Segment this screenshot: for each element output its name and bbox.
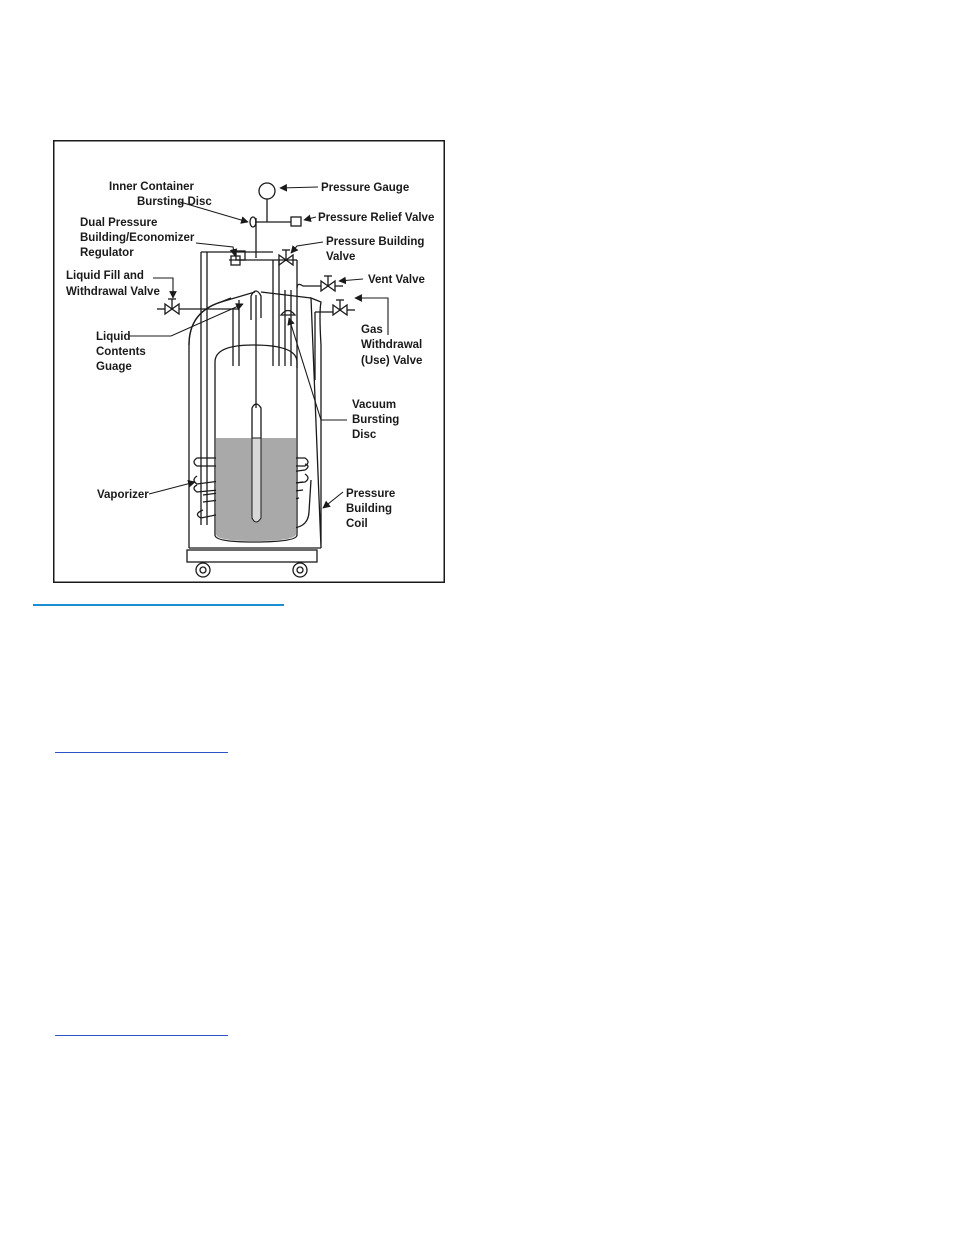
label-pressure-building-valve-2: Valve bbox=[326, 251, 355, 263]
dewar-diagram: Pressure Gauge Inner Container Bursting … bbox=[53, 140, 445, 583]
label-liquid-fill-1: Liquid Fill and bbox=[66, 270, 144, 282]
label-pressure-building-coil-3: Coil bbox=[346, 518, 368, 530]
section-accent-rule bbox=[33, 604, 284, 606]
label-gas-withdrawal-3: (Use) Valve bbox=[361, 355, 422, 367]
label-pressure-building-valve-1: Pressure Building bbox=[326, 236, 424, 248]
label-pressure-gauge: Pressure Gauge bbox=[321, 182, 409, 194]
label-vacuum-bursting-disc-1: Vacuum bbox=[352, 399, 396, 411]
label-vent-valve: Vent Valve bbox=[368, 274, 425, 286]
label-vacuum-bursting-disc-2: Bursting bbox=[352, 414, 399, 426]
label-inner-container-bursting-disc-1: Inner Container bbox=[109, 181, 195, 193]
label-pressure-building-coil-1: Pressure bbox=[346, 488, 395, 500]
diagram-labels: Pressure Gauge Inner Container Bursting … bbox=[66, 181, 434, 530]
link-underline-rule-1 bbox=[55, 752, 228, 753]
label-gas-withdrawal-1: Gas bbox=[361, 324, 383, 336]
label-dual-pressure-2: Building/Economizer bbox=[80, 232, 195, 244]
leader-arrows bbox=[129, 183, 389, 509]
label-liquid-contents-1: Liquid bbox=[96, 331, 131, 343]
label-liquid-fill-2: Withdrawal Valve bbox=[66, 286, 160, 298]
label-liquid-contents-3: Guage bbox=[96, 361, 132, 373]
label-gas-withdrawal-2: Withdrawal bbox=[361, 339, 422, 351]
label-pressure-relief-valve: Pressure Relief Valve bbox=[318, 212, 434, 224]
base-platform bbox=[186, 549, 318, 563]
label-pressure-building-coil-2: Building bbox=[346, 503, 392, 515]
label-inner-container-bursting-disc-2: Bursting Disc bbox=[137, 196, 212, 208]
label-dual-pressure-3: Regulator bbox=[80, 247, 134, 259]
label-vaporizer: Vaporizer bbox=[97, 489, 149, 501]
link-underline-rule-2 bbox=[55, 1035, 228, 1036]
dewar-diagram-figure: Pressure Gauge Inner Container Bursting … bbox=[53, 140, 445, 583]
label-liquid-contents-2: Contents bbox=[96, 346, 146, 358]
label-dual-pressure-1: Dual Pressure bbox=[80, 217, 157, 229]
label-vacuum-bursting-disc-3: Disc bbox=[352, 429, 377, 441]
